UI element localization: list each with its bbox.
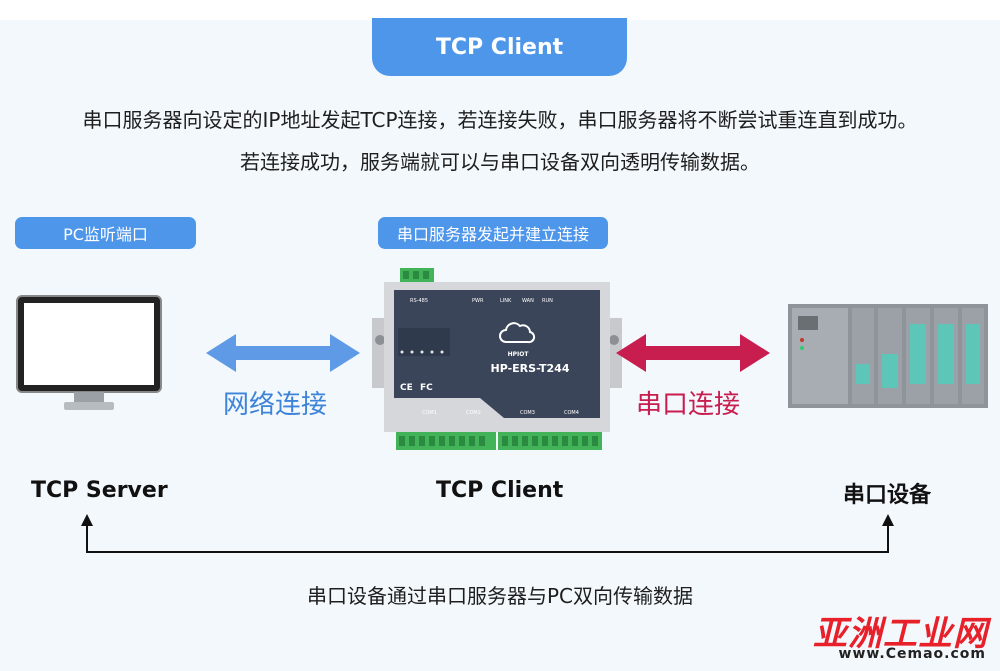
description-line-2: 若连接成功，服务端就可以与串口设备双向透明传输数据。: [240, 150, 760, 174]
serial-double-arrow-icon: [616, 334, 770, 372]
svg-text:WAN: WAN: [522, 298, 534, 304]
server-initiates-pill: 串口服务器发起并建立连接: [378, 217, 608, 249]
watermark-url: www.Cemao.com: [838, 646, 986, 662]
device-model: HP-ERS-T244: [491, 362, 570, 375]
pc-monitor-icon: [16, 295, 162, 410]
tcp-client-label: TCP Client: [436, 478, 564, 503]
svg-text:RS-485: RS-485: [410, 298, 428, 304]
page-title: TCP Client: [372, 18, 627, 76]
serial-device-label: 串口设备: [843, 483, 932, 508]
serial-connection-label: 串口连接: [636, 390, 741, 420]
port-label-com4: COM4: [564, 410, 579, 416]
watermark-logo: 亚洲工业网: [813, 614, 988, 654]
svg-text:LINK: LINK: [500, 298, 512, 304]
port-label-com3: COM3: [520, 410, 535, 416]
svg-text:RUN: RUN: [542, 298, 553, 304]
top-strip: [0, 0, 1000, 20]
port-label-com2: COM2: [466, 410, 481, 416]
port-label-com1: COM1: [422, 410, 437, 416]
svg-text:CE: CE: [400, 383, 413, 393]
serial-server-device-icon: RS-485 PWR LINK WAN RUN HPIOT HP-ERS-T24…: [372, 268, 622, 450]
description-line-1: 串口服务器向设定的IP地址发起TCP连接，若连接失败，串口服务器将不断尝试重连直…: [82, 108, 918, 132]
tcp-server-label: TCP Server: [31, 478, 168, 503]
footer-caption: 串口设备通过串口服务器与PC双向传输数据: [306, 584, 694, 608]
svg-text:FC: FC: [420, 383, 433, 393]
network-connection-label: 网络连接: [223, 390, 328, 420]
network-double-arrow-icon: [206, 334, 360, 372]
pc-listen-port-pill: PC监听端口: [15, 217, 196, 249]
svg-text:PWR: PWR: [472, 298, 484, 304]
bidirectional-bracket-connector: [81, 514, 894, 553]
device-brand: HPIOT: [508, 351, 530, 358]
plc-device-icon: [788, 304, 988, 408]
